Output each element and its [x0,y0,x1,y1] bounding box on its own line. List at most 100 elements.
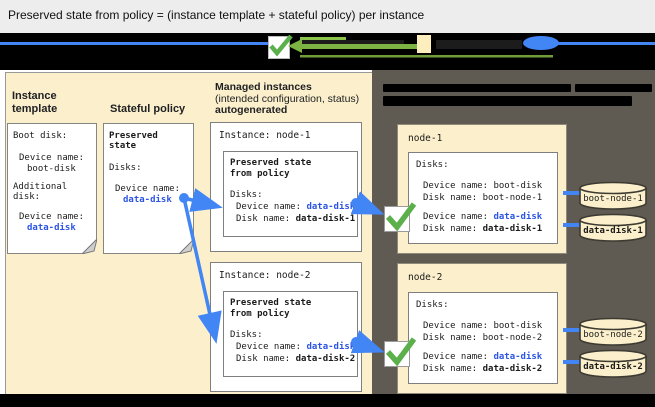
title-bar: Preserved state from policy = (instance … [0,0,655,33]
disk-row: Disk name: data-disk-1 [236,214,355,224]
page-fold-icon [179,239,194,254]
device-label: Device name: [423,212,489,222]
preserved-title: Preserved state [230,158,312,168]
blue-connector-line-right [552,42,655,45]
boot-disk-value: boot-disk [27,164,76,174]
device-label: Device name: [423,181,489,191]
device-row: Device name: data-disk [236,342,355,352]
device-label: Device name: [236,202,302,212]
device-label: Device name: [423,352,489,362]
device-value: data-disk [306,202,356,212]
disk-cylinder-data-disk-2: data-disk-2 [577,348,649,380]
disk-value: data-disk-1 [482,224,543,234]
component-swatch [417,35,431,53]
disk-label: Disk name: [236,214,291,224]
stateful-policy-doc: Preserved state Disks: Device name: data… [103,123,194,254]
blue-connector-line-left [0,42,268,45]
device-value: data-disk [493,352,543,362]
blue-connector-line [563,223,581,227]
disk-value: data-disk-2 [482,364,543,374]
device-name-label: Device name: [19,153,85,163]
disk-label: data-disk-2 [583,361,643,372]
managed-instances-heading: Managed instances (intended configuratio… [215,81,370,117]
vm-box-node-1: node-1 Disks: Device name: boot-disk Dis… [397,124,567,254]
green-arrow-icon [286,35,556,61]
heading-line-2: (intended configuration, status) [215,92,360,105]
device-value: data-disk [306,342,356,352]
data-disk-value: data-disk [123,195,172,205]
boot-disk-row: Disk name: boot-node-1 [423,193,542,203]
preserved-title: Preserved state [230,298,312,308]
diagram-title: Preserved state from policy = (instance … [8,8,425,22]
boot-disk-label: Boot disk: [13,131,68,141]
blue-connector-line [563,328,581,332]
device-label: Device name: [423,321,489,331]
disks-label: Disks: [230,330,263,340]
illegible-text-bar [300,40,404,46]
disk-cylinder-boot-node-1: boot-node-1 [577,180,649,212]
disk-row: Disk name: data-disk-2 [236,354,355,364]
illegible-text-bar [436,40,522,49]
vm-disks-box: Disks: Device name: boot-disk Disk name:… [408,292,558,384]
boot-device-row: Device name: boot-disk [423,181,542,191]
bottom-band [0,394,655,407]
illegible-heading-bar [383,84,571,92]
device-row: Device name: data-disk [236,202,355,212]
device-label: Device name: [236,342,302,352]
illegible-heading-bar [383,96,632,106]
vm-name: node-1 [408,133,443,144]
blue-connector-line [563,191,581,195]
vm-name: node-2 [408,272,443,283]
illegible-heading-bar [575,84,652,92]
disk-label: Disk name: [236,354,291,364]
instance-template-heading: Instance template [12,90,58,115]
disk-label: boot-node-2 [583,330,643,340]
page-fold-icon [82,239,97,254]
disks-label: Disks: [416,300,449,310]
instance-title: Instance: node-1 [219,130,311,141]
preserved-state-box: Preserved state from policy Disks: Devic… [223,151,358,237]
instance-title: Instance: node-2 [219,270,311,281]
device-value: data-disk [493,212,543,222]
disks-label: Disks: [109,163,142,173]
disk-value: boot-node-2 [482,333,543,343]
instance-box-node-1: Instance: node-1 Preserved state from po… [210,122,362,252]
boot-device-row: Device name: boot-disk [423,321,542,331]
data-disk-row: Disk name: data-disk-2 [423,364,542,374]
disk-value: boot-node-1 [482,193,543,203]
stateful-policy-heading: Stateful policy [110,103,186,115]
device-value: boot-disk [493,181,543,191]
disk-label: Disk name: [423,364,478,374]
device-name-label: Device name: [19,212,85,222]
data-device-row: Device name: data-disk [423,212,542,222]
checkmark-icon [268,34,293,59]
disk-value: data-disk-2 [295,354,356,364]
preserved-state-box: Preserved state from policy Disks: Devic… [223,291,358,377]
disk-label: Disk name: [423,193,478,203]
heading-line-3: autogenerated [215,104,288,116]
boot-disk-row: Disk name: boot-node-2 [423,333,542,343]
disk-label: Disk name: [423,224,478,234]
data-device-row: Device name: data-disk [423,352,542,362]
disk-label: boot-node-1 [583,194,643,204]
applied-check-icon-node-1 [384,202,417,232]
preserved-title-2: from policy [230,169,290,179]
blue-connector-line [563,360,581,364]
additional-disk-label: Additional disk: [13,182,68,202]
device-name-label: Device name: [115,184,181,194]
data-disk-value: data-disk [27,223,76,233]
disk-ellipse-icon [523,36,559,50]
disk-cylinder-boot-node-2: boot-node-2 [577,316,649,348]
disk-label: Disk name: [423,333,478,343]
disk-label: data-disk-1 [583,225,643,236]
preserved-title-2: from policy [230,309,290,319]
instance-box-node-2: Instance: node-2 Preserved state from po… [210,262,362,392]
instance-template-doc: Boot disk: Device name: boot-disk Additi… [7,123,97,254]
disk-cylinder-data-disk-1: data-disk-1 [577,212,649,244]
disks-label: Disks: [416,160,449,170]
vm-disks-box: Disks: Device name: boot-disk Disk name:… [408,152,558,244]
heading-line-1: Managed instances [215,81,312,93]
device-value: boot-disk [493,321,543,331]
data-disk-row: Disk name: data-disk-1 [423,224,542,234]
